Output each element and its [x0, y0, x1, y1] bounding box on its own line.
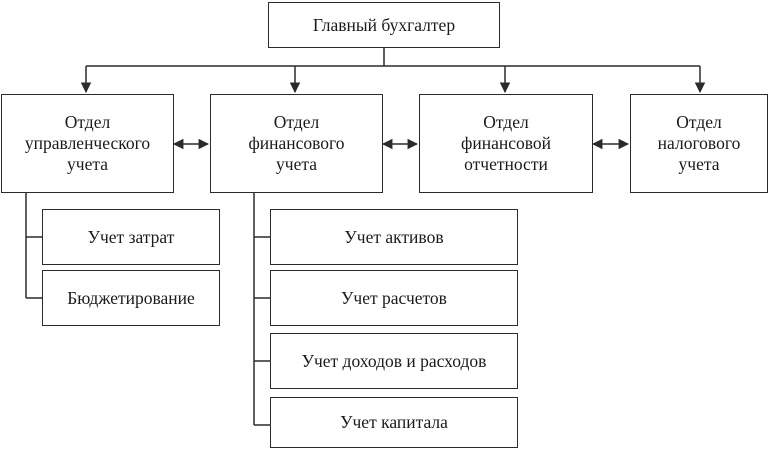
- capital-accounting-label: Учет капитала: [340, 412, 448, 432]
- financial-reporting-dept-box: Отдел финансовой отчетности: [419, 94, 593, 193]
- budgeting-label: Бюджетирование: [67, 287, 195, 308]
- financial-reporting-dept-label: Отдел финансовой отчетности: [461, 112, 551, 174]
- assets-accounting-box: Учет активов: [270, 209, 518, 265]
- management-accounting-dept-box: Отдел управленческого учета: [1, 94, 174, 193]
- management-accounting-dept-label: Отдел управленческого учета: [24, 112, 151, 174]
- financial-accounting-dept-box: Отдел финансового учета: [210, 94, 383, 193]
- tax-accounting-dept-box: Отдел налогового учета: [630, 94, 768, 193]
- income-expenses-accounting-label: Учет доходов и расходов: [301, 350, 487, 371]
- income-expenses-accounting-box: Учет доходов и расходов: [270, 333, 518, 389]
- settlements-accounting-box: Учет расчетов: [270, 270, 518, 326]
- chief-accountant-box: Главный бухгалтер: [268, 2, 500, 48]
- cost-accounting-label: Учет затрат: [87, 226, 175, 247]
- budgeting-box: Бюджетирование: [42, 270, 220, 326]
- chief-accountant-label: Главный бухгалтер: [312, 14, 456, 35]
- assets-accounting-label: Учет активов: [344, 226, 444, 247]
- capital-accounting-box: Учет капитала: [270, 397, 518, 448]
- financial-accounting-dept-label: Отдел финансового учета: [248, 112, 345, 174]
- settlements-accounting-label: Учет расчетов: [341, 287, 447, 308]
- cost-accounting-box: Учет затрат: [42, 209, 220, 265]
- tax-accounting-dept-label: Отдел налогового учета: [657, 112, 741, 174]
